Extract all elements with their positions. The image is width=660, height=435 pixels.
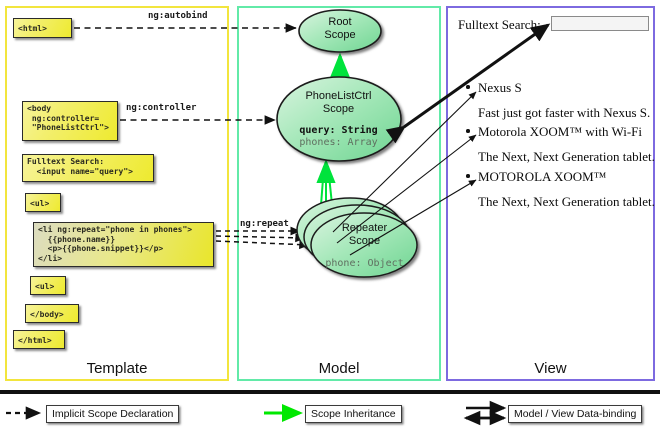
code-box-html-close: </html> (13, 330, 65, 349)
column-label-template: Template (86, 360, 148, 377)
legend-item-model-view-data-binding: Model / View Data-binding (508, 405, 643, 423)
list-item[interactable]: Nexus S Fast just got faster with Nexus … (466, 80, 651, 121)
code-box-ul-open: <ul> (25, 193, 61, 212)
bullet-icon (466, 85, 470, 89)
edge-label-ng-controller: ng:controller (126, 103, 197, 113)
column-label-view: View (534, 360, 567, 377)
phone-snippet: The Next, Next Generation tablet. (478, 149, 655, 164)
column-label-model: Model (318, 360, 360, 377)
code-box-li-repeat: <li ng:repeat="phone in phones"> {{phone… (33, 222, 214, 267)
phone-name: Nexus S (478, 80, 522, 95)
phone-name: Motorola XOOM™ with Wi-Fi (478, 124, 643, 139)
legend-divider (0, 390, 660, 394)
phone-snippet: The Next, Next Generation tablet. (478, 194, 655, 209)
search-label: Fulltext Search: (458, 17, 541, 32)
code-box-body-close: </body> (25, 304, 79, 323)
bullet-icon (466, 129, 470, 133)
bullet-icon (466, 174, 470, 178)
search-row: Fulltext Search: (458, 16, 649, 34)
phone-name: MOTOROLA XOOM™ (478, 169, 607, 184)
edge-label-ng-autobind: ng:autobind (148, 11, 208, 21)
code-box-ul-close: <ul> (30, 276, 66, 295)
legend-arrows (6, 400, 507, 426)
edge-label-ng-repeat: ng:repeat (240, 219, 289, 229)
phone-snippet: Fast just got faster with Nexus S. (478, 105, 651, 120)
code-box-body-open: <body ng:controller= "PhoneListCtrl"> (22, 101, 118, 141)
code-box-html-open: <html> (13, 18, 72, 38)
legend-item-scope-inheritance: Scope Inheritance (305, 405, 402, 423)
search-input[interactable] (551, 16, 649, 31)
legend: Implicit Scope Declaration Scope Inherit… (0, 396, 660, 435)
legend-item-implicit-scope-declaration: Implicit Scope Declaration (46, 405, 180, 423)
code-box-fulltext-search: Fulltext Search: <input name="query"> (22, 154, 154, 182)
list-item[interactable]: Motorola XOOM™ with Wi-Fi The Next, Next… (466, 124, 655, 165)
view-panel: Fulltext Search: Nexus S Fast just got f… (452, 12, 655, 252)
list-item[interactable]: MOTOROLA XOOM™ The Next, Next Generation… (466, 169, 655, 210)
column-model (237, 6, 441, 381)
